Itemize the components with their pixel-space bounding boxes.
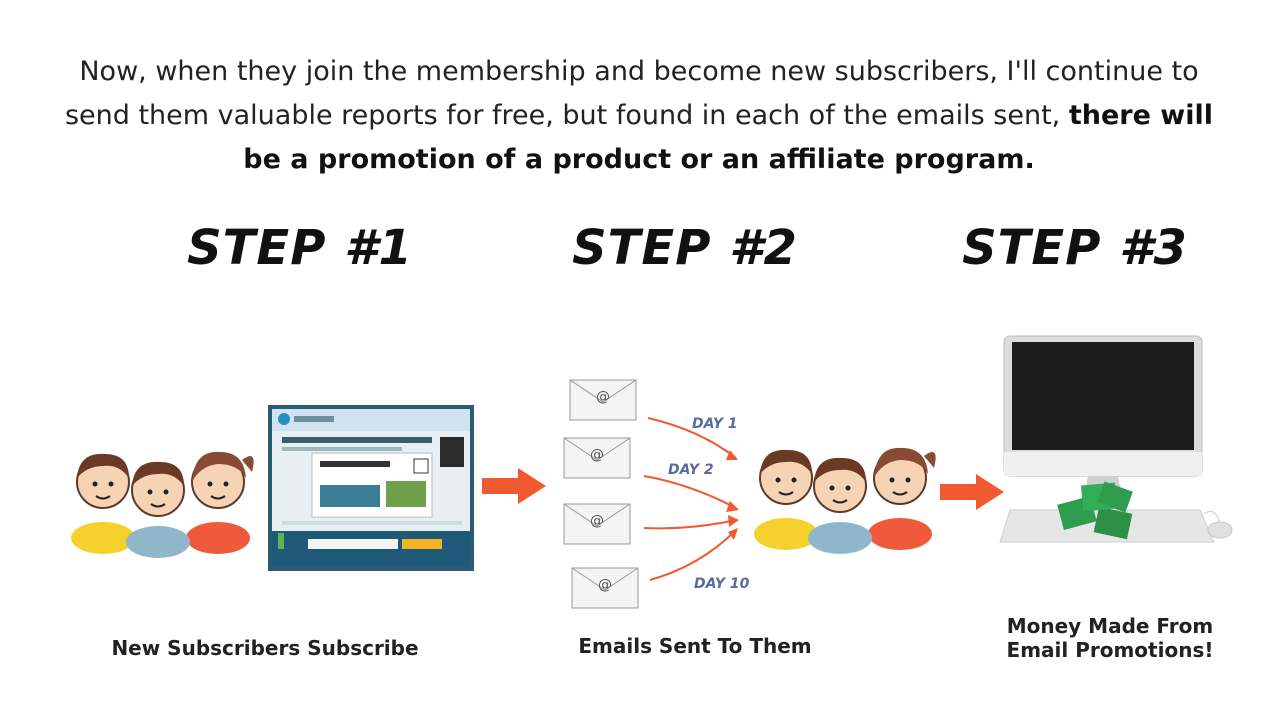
computer-money-icon [999, 335, 1233, 543]
step-1-heading: STEP #1 [187, 220, 413, 276]
delivery-arrows [643, 417, 739, 581]
day-2-label: DAY 2 [668, 462, 714, 478]
intro-text: Now, when they join the membership and b… [60, 50, 1218, 182]
at-symbol-2: @ [590, 447, 604, 463]
signup-page-thumbnail [268, 405, 474, 571]
at-symbol-4: @ [598, 577, 612, 593]
subscribers-group-icon-2 [754, 447, 936, 554]
step-3-caption: Money Made From Email Promotions! [975, 614, 1245, 662]
envelope-icon-3: @ [563, 503, 631, 545]
intro-normal-text: Now, when they join the membership and b… [64, 56, 1199, 131]
day-1-label: DAY 1 [692, 416, 738, 432]
step-3-caption-line-1: Money Made From [1006, 614, 1214, 638]
arrow-right-icon-2 [940, 474, 1004, 510]
at-symbol-1: @ [596, 389, 610, 405]
person-girl [186, 451, 254, 554]
day-10-label: DAY 10 [694, 576, 750, 592]
arrow-right-icon-1 [482, 468, 546, 504]
step-3-caption-line-2: Email Promotions! [1006, 638, 1214, 662]
envelope-icon-4: @ [571, 567, 639, 609]
step-1-caption: New Subscribers Subscribe [111, 636, 419, 660]
email-envelopes: @ @ @ @ [563, 379, 639, 609]
money-stack-icon [1057, 481, 1133, 540]
at-symbol-3: @ [590, 513, 604, 529]
step-2-caption: Emails Sent To Them [578, 634, 812, 658]
person-left [71, 453, 135, 554]
person-center [126, 461, 190, 558]
envelope-icon-2: @ [563, 437, 631, 479]
envelope-icon-1: @ [569, 379, 637, 421]
step-2-heading: STEP #2 [572, 220, 798, 276]
intro-bold-text: there will be a promotion of a product o… [243, 100, 1214, 175]
step-3-heading: STEP #3 [962, 220, 1188, 276]
subscribers-group-icon [71, 451, 254, 558]
